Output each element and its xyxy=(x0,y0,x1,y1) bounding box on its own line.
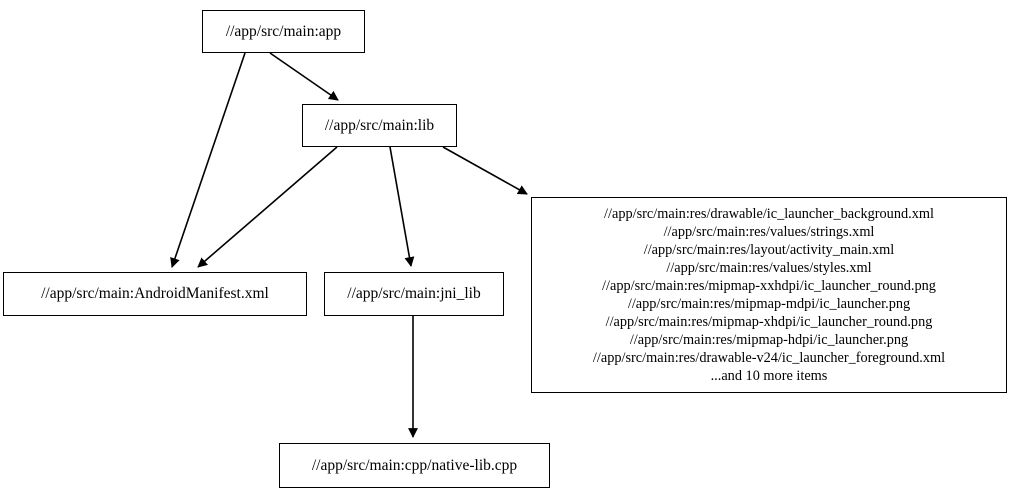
graph-node-jni-lib-label: //app/src/main:jni_lib xyxy=(347,285,481,303)
graph-node-jni-lib[interactable]: //app/src/main:jni_lib xyxy=(324,272,504,316)
edge-app-to-manifest xyxy=(170,52,246,268)
graph-node-android-manifest-label: //app/src/main:AndroidManifest.xml xyxy=(41,285,269,303)
edge-lib-to-res xyxy=(442,146,528,195)
graph-node-native-lib-cpp[interactable]: //app/src/main:cpp/native-lib.cpp xyxy=(279,443,550,488)
graph-node-android-manifest[interactable]: //app/src/main:AndroidManifest.xml xyxy=(3,272,307,316)
graph-node-res-collection-label: //app/src/main:res/drawable/ic_launcher_… xyxy=(592,205,946,385)
graph-node-lib-label: //app/src/main:lib xyxy=(324,116,435,134)
edge-lib-to-manifest xyxy=(197,146,338,268)
graph-node-app-label: //app/src/main:app xyxy=(225,22,342,40)
graph-node-native-lib-cpp-label: //app/src/main:cpp/native-lib.cpp xyxy=(311,456,518,474)
edge-lib-to-jnilib xyxy=(389,146,415,267)
graph-node-res-collection[interactable]: //app/src/main:res/drawable/ic_launcher_… xyxy=(531,197,1007,393)
edge-app-to-lib xyxy=(269,52,339,101)
graph-node-lib[interactable]: //app/src/main:lib xyxy=(302,104,457,147)
graph-node-app[interactable]: //app/src/main:app xyxy=(202,10,365,53)
